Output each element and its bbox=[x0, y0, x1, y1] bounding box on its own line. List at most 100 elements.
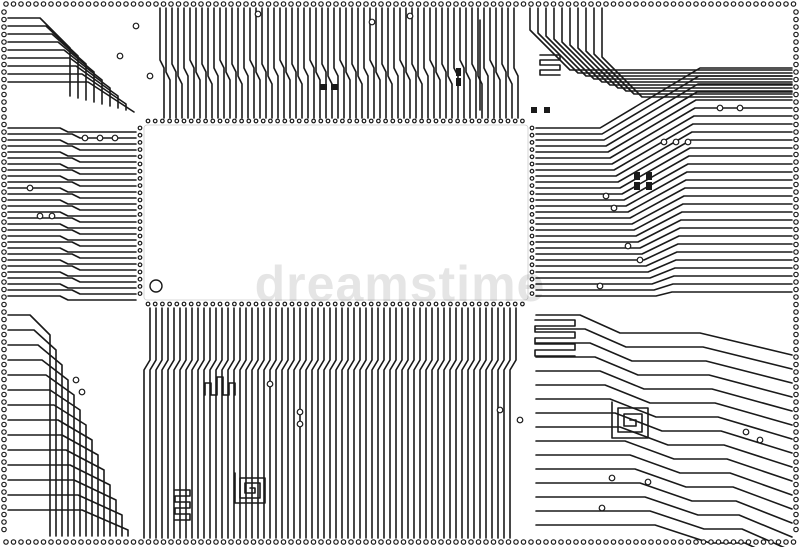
diagonal-trace bbox=[535, 211, 793, 237]
vertical-trace bbox=[455, 307, 463, 539]
solder-pad bbox=[340, 118, 345, 124]
horizontal-trace bbox=[7, 169, 137, 175]
solder-pad bbox=[3, 539, 9, 545]
solder-pad bbox=[268, 118, 273, 124]
solder-pad bbox=[483, 1, 489, 7]
solder-pad bbox=[354, 118, 360, 124]
solder-pad bbox=[1, 316, 7, 323]
solder-pad bbox=[715, 1, 722, 7]
solder-pad bbox=[496, 406, 504, 414]
vertical-trace bbox=[159, 7, 165, 119]
solder-pad bbox=[36, 212, 44, 220]
solder-pad bbox=[793, 286, 799, 293]
solder-pad bbox=[378, 1, 384, 7]
solder-pad bbox=[265, 1, 272, 7]
solder-pad bbox=[1, 106, 7, 113]
vertical-trace bbox=[225, 7, 231, 119]
solder-pad bbox=[793, 414, 799, 420]
solder-pad bbox=[708, 539, 714, 545]
solder-pad bbox=[529, 276, 535, 282]
solder-pad bbox=[1, 286, 7, 293]
vertical-trace bbox=[177, 7, 183, 119]
diagonal-trace bbox=[535, 83, 793, 141]
solder-pad bbox=[393, 1, 399, 7]
solder-pad bbox=[1, 474, 7, 480]
solder-pad bbox=[793, 436, 799, 443]
vertical-trace bbox=[381, 7, 387, 119]
solder-pad bbox=[63, 539, 69, 545]
vertical-trace bbox=[207, 7, 213, 119]
solder-pad bbox=[516, 416, 524, 424]
solder-pad bbox=[1, 339, 7, 345]
solder-pad bbox=[793, 99, 799, 105]
solder-pad bbox=[145, 1, 152, 7]
smd-component bbox=[634, 182, 640, 190]
solder-pad bbox=[462, 118, 468, 124]
solder-pad bbox=[311, 118, 317, 124]
solder-pad bbox=[543, 1, 549, 7]
solder-pad bbox=[1, 9, 7, 15]
vertical-trace bbox=[305, 307, 313, 539]
solder-pad bbox=[529, 161, 535, 167]
vertical-trace bbox=[315, 7, 321, 119]
solder-pad bbox=[217, 118, 223, 124]
solder-pad bbox=[137, 226, 143, 232]
solder-pad bbox=[793, 189, 799, 195]
solder-pad bbox=[678, 539, 684, 545]
vertical-trace bbox=[467, 307, 475, 539]
solder-pad bbox=[793, 106, 799, 113]
solder-pad bbox=[254, 10, 262, 18]
diagonal-trace bbox=[535, 67, 793, 129]
solder-pad bbox=[423, 539, 429, 545]
solder-pad bbox=[137, 262, 143, 268]
solder-pad bbox=[10, 539, 17, 545]
solder-pad bbox=[672, 138, 680, 146]
solder-pad bbox=[111, 134, 119, 142]
vertical-trace bbox=[507, 7, 513, 119]
solder-pad bbox=[130, 1, 137, 7]
solder-pad bbox=[1, 511, 7, 518]
solder-pad bbox=[18, 539, 24, 545]
solder-pad bbox=[96, 134, 104, 142]
solder-pad bbox=[1, 99, 7, 105]
solder-pad bbox=[1, 114, 7, 120]
solder-pad bbox=[137, 197, 143, 203]
vertical-trace bbox=[413, 307, 421, 539]
solder-pad bbox=[475, 539, 482, 545]
horizontal-trace bbox=[7, 289, 137, 295]
horizontal-trace bbox=[7, 295, 137, 301]
solder-pad bbox=[529, 291, 535, 297]
vertical-trace bbox=[333, 7, 339, 119]
solder-pad bbox=[608, 474, 616, 482]
solder-pad bbox=[78, 388, 86, 396]
solder-pad bbox=[100, 539, 107, 545]
solder-pad bbox=[610, 539, 617, 545]
circuit-traces bbox=[7, 7, 793, 547]
diagonal-trace bbox=[577, 7, 793, 89]
solder-pad bbox=[736, 104, 744, 112]
solder-pad bbox=[1, 54, 7, 60]
solder-pad bbox=[455, 118, 461, 124]
solder-pad bbox=[10, 1, 17, 7]
horizontal-trace bbox=[7, 283, 137, 289]
solder-pad bbox=[573, 1, 579, 7]
vertical-trace bbox=[323, 307, 331, 539]
solder-pad bbox=[1, 324, 7, 330]
solder-pad bbox=[188, 301, 194, 307]
diagonal-trace bbox=[553, 7, 793, 80]
solder-pad bbox=[85, 539, 92, 545]
solder-pad bbox=[137, 183, 143, 189]
solder-pad bbox=[520, 1, 527, 7]
solder-pad bbox=[318, 1, 324, 7]
solder-pad bbox=[640, 1, 647, 7]
smd-component bbox=[646, 182, 652, 190]
horizontal-trace bbox=[7, 187, 137, 193]
solder-pad bbox=[145, 118, 151, 124]
solder-pad bbox=[275, 118, 281, 124]
solder-pad bbox=[793, 166, 799, 173]
solder-pad bbox=[355, 1, 362, 7]
solder-pad bbox=[137, 147, 143, 153]
solder-pad bbox=[1, 159, 7, 165]
solder-pad bbox=[793, 444, 799, 450]
solder-pad bbox=[1, 301, 7, 308]
